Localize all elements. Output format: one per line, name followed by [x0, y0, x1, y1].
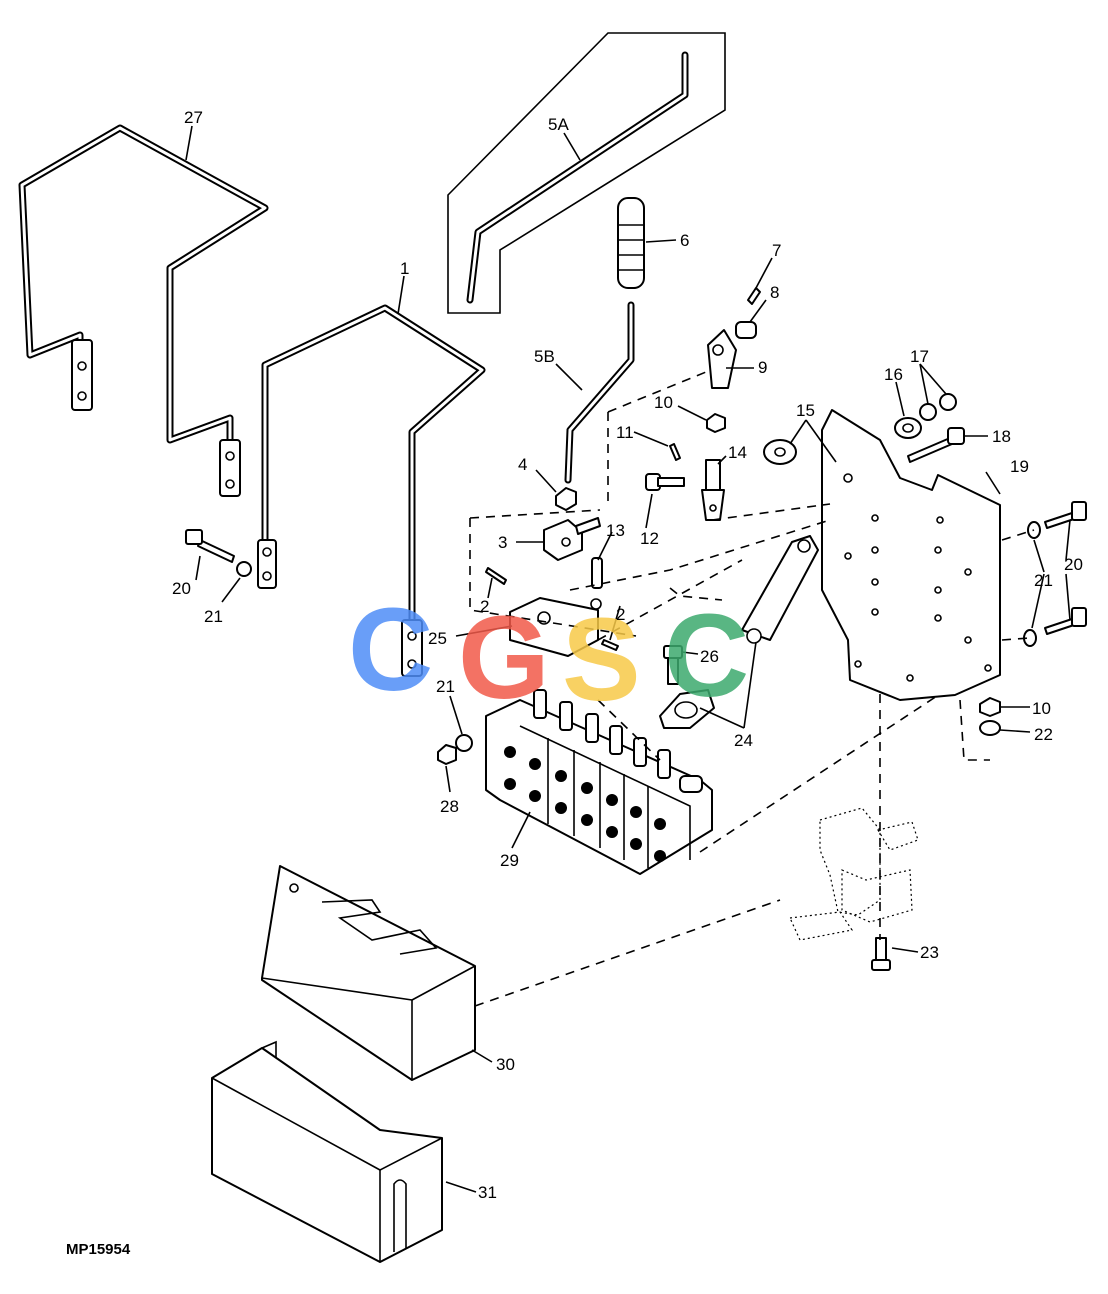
callout-19: 19 [1010, 457, 1029, 476]
pin-12 [645, 473, 685, 491]
bolt-20-right-lower [1044, 607, 1087, 635]
callout-4: 4 [518, 455, 527, 474]
figure-code: MP15954 [66, 1241, 131, 1258]
callout-5b: 5B [534, 347, 555, 366]
nut-28 [437, 744, 457, 765]
handle-6 [617, 197, 645, 289]
clevis-14 [701, 459, 725, 521]
callout-24: 24 [734, 731, 753, 750]
callout-labels: 27 5A 6 7 8 1 5B 9 10 17 16 15 18 11 14 … [172, 108, 1083, 1202]
callout-23: 23 [920, 943, 939, 962]
watermark-letter-s: S [562, 594, 641, 726]
rod-5b [564, 301, 635, 484]
callout-21-right: 21 [1034, 571, 1053, 590]
callout-21-center: 21 [436, 677, 455, 696]
callout-21-left: 21 [204, 607, 223, 626]
watermark-letter-c2: C [664, 590, 749, 722]
bolt-23 [871, 937, 891, 971]
cover-30 [261, 865, 476, 1081]
guard-27 [18, 124, 269, 497]
callout-13: 13 [606, 521, 625, 540]
callout-27: 27 [184, 108, 203, 127]
callout-29: 29 [500, 851, 519, 870]
control-valve-29 [485, 689, 713, 875]
callout-8: 8 [770, 283, 779, 302]
callout-16: 16 [884, 365, 903, 384]
bolt-20-right-upper [1044, 501, 1087, 529]
watermark-letter-c1: C [348, 584, 433, 716]
watermark-letter-g: G [458, 592, 550, 724]
callout-31: 31 [478, 1183, 497, 1202]
pin-7 [747, 287, 761, 305]
callout-9: 9 [758, 358, 767, 377]
callout-20-right: 20 [1064, 555, 1083, 574]
bushing-16 [894, 417, 922, 439]
mounting-bracket-dotted [789, 807, 919, 941]
callout-17: 17 [910, 347, 929, 366]
callout-18: 18 [992, 427, 1011, 446]
washer-15-a [763, 439, 797, 465]
callout-11: 11 [616, 423, 634, 442]
plate-19 [821, 409, 1001, 701]
cotter-11 [669, 443, 681, 461]
leader-lines [185, 125, 1071, 1193]
callout-22: 22 [1034, 725, 1053, 744]
callout-6: 6 [680, 231, 689, 250]
clevis-9 [707, 329, 737, 389]
nut-10-upper [706, 413, 726, 433]
bolt-20-left [185, 529, 235, 563]
callout-5a: 5A [548, 115, 569, 134]
block-3 [543, 517, 601, 561]
washer-21-left [236, 561, 252, 577]
nut-10-lower [979, 697, 1001, 717]
screw-26 [663, 645, 683, 685]
watermark-cgsc: C G S C [348, 584, 749, 726]
callout-10-upper: 10 [654, 393, 673, 412]
callout-14: 14 [728, 443, 747, 462]
pin-13 [591, 557, 603, 589]
nut-4 [555, 487, 577, 511]
callout-2-right: 2 [616, 605, 625, 624]
washer-21-center [455, 734, 473, 752]
inset-box-5a [447, 32, 726, 314]
washers-17 [919, 393, 957, 421]
callout-3: 3 [498, 533, 507, 552]
callout-12: 12 [640, 529, 659, 548]
callout-30: 30 [496, 1055, 515, 1074]
assembly-lines [469, 371, 1035, 1007]
bushing-8 [735, 321, 757, 339]
cover-31 [211, 1040, 443, 1263]
guard-1 [257, 304, 486, 677]
lever-24 [659, 535, 819, 729]
callout-15: 15 [796, 401, 815, 420]
spring-pin-2-left [485, 567, 507, 585]
callout-7: 7 [772, 241, 781, 260]
callout-1: 1 [400, 259, 409, 278]
callout-2-left: 2 [480, 597, 489, 616]
callout-20-left: 20 [172, 579, 191, 598]
washer-22 [979, 720, 1001, 736]
callout-10-lower: 10 [1032, 699, 1051, 718]
callout-25: 25 [428, 629, 447, 648]
spring-pin-2-right [601, 639, 619, 651]
callout-28: 28 [440, 797, 459, 816]
callout-26: 26 [700, 647, 719, 666]
